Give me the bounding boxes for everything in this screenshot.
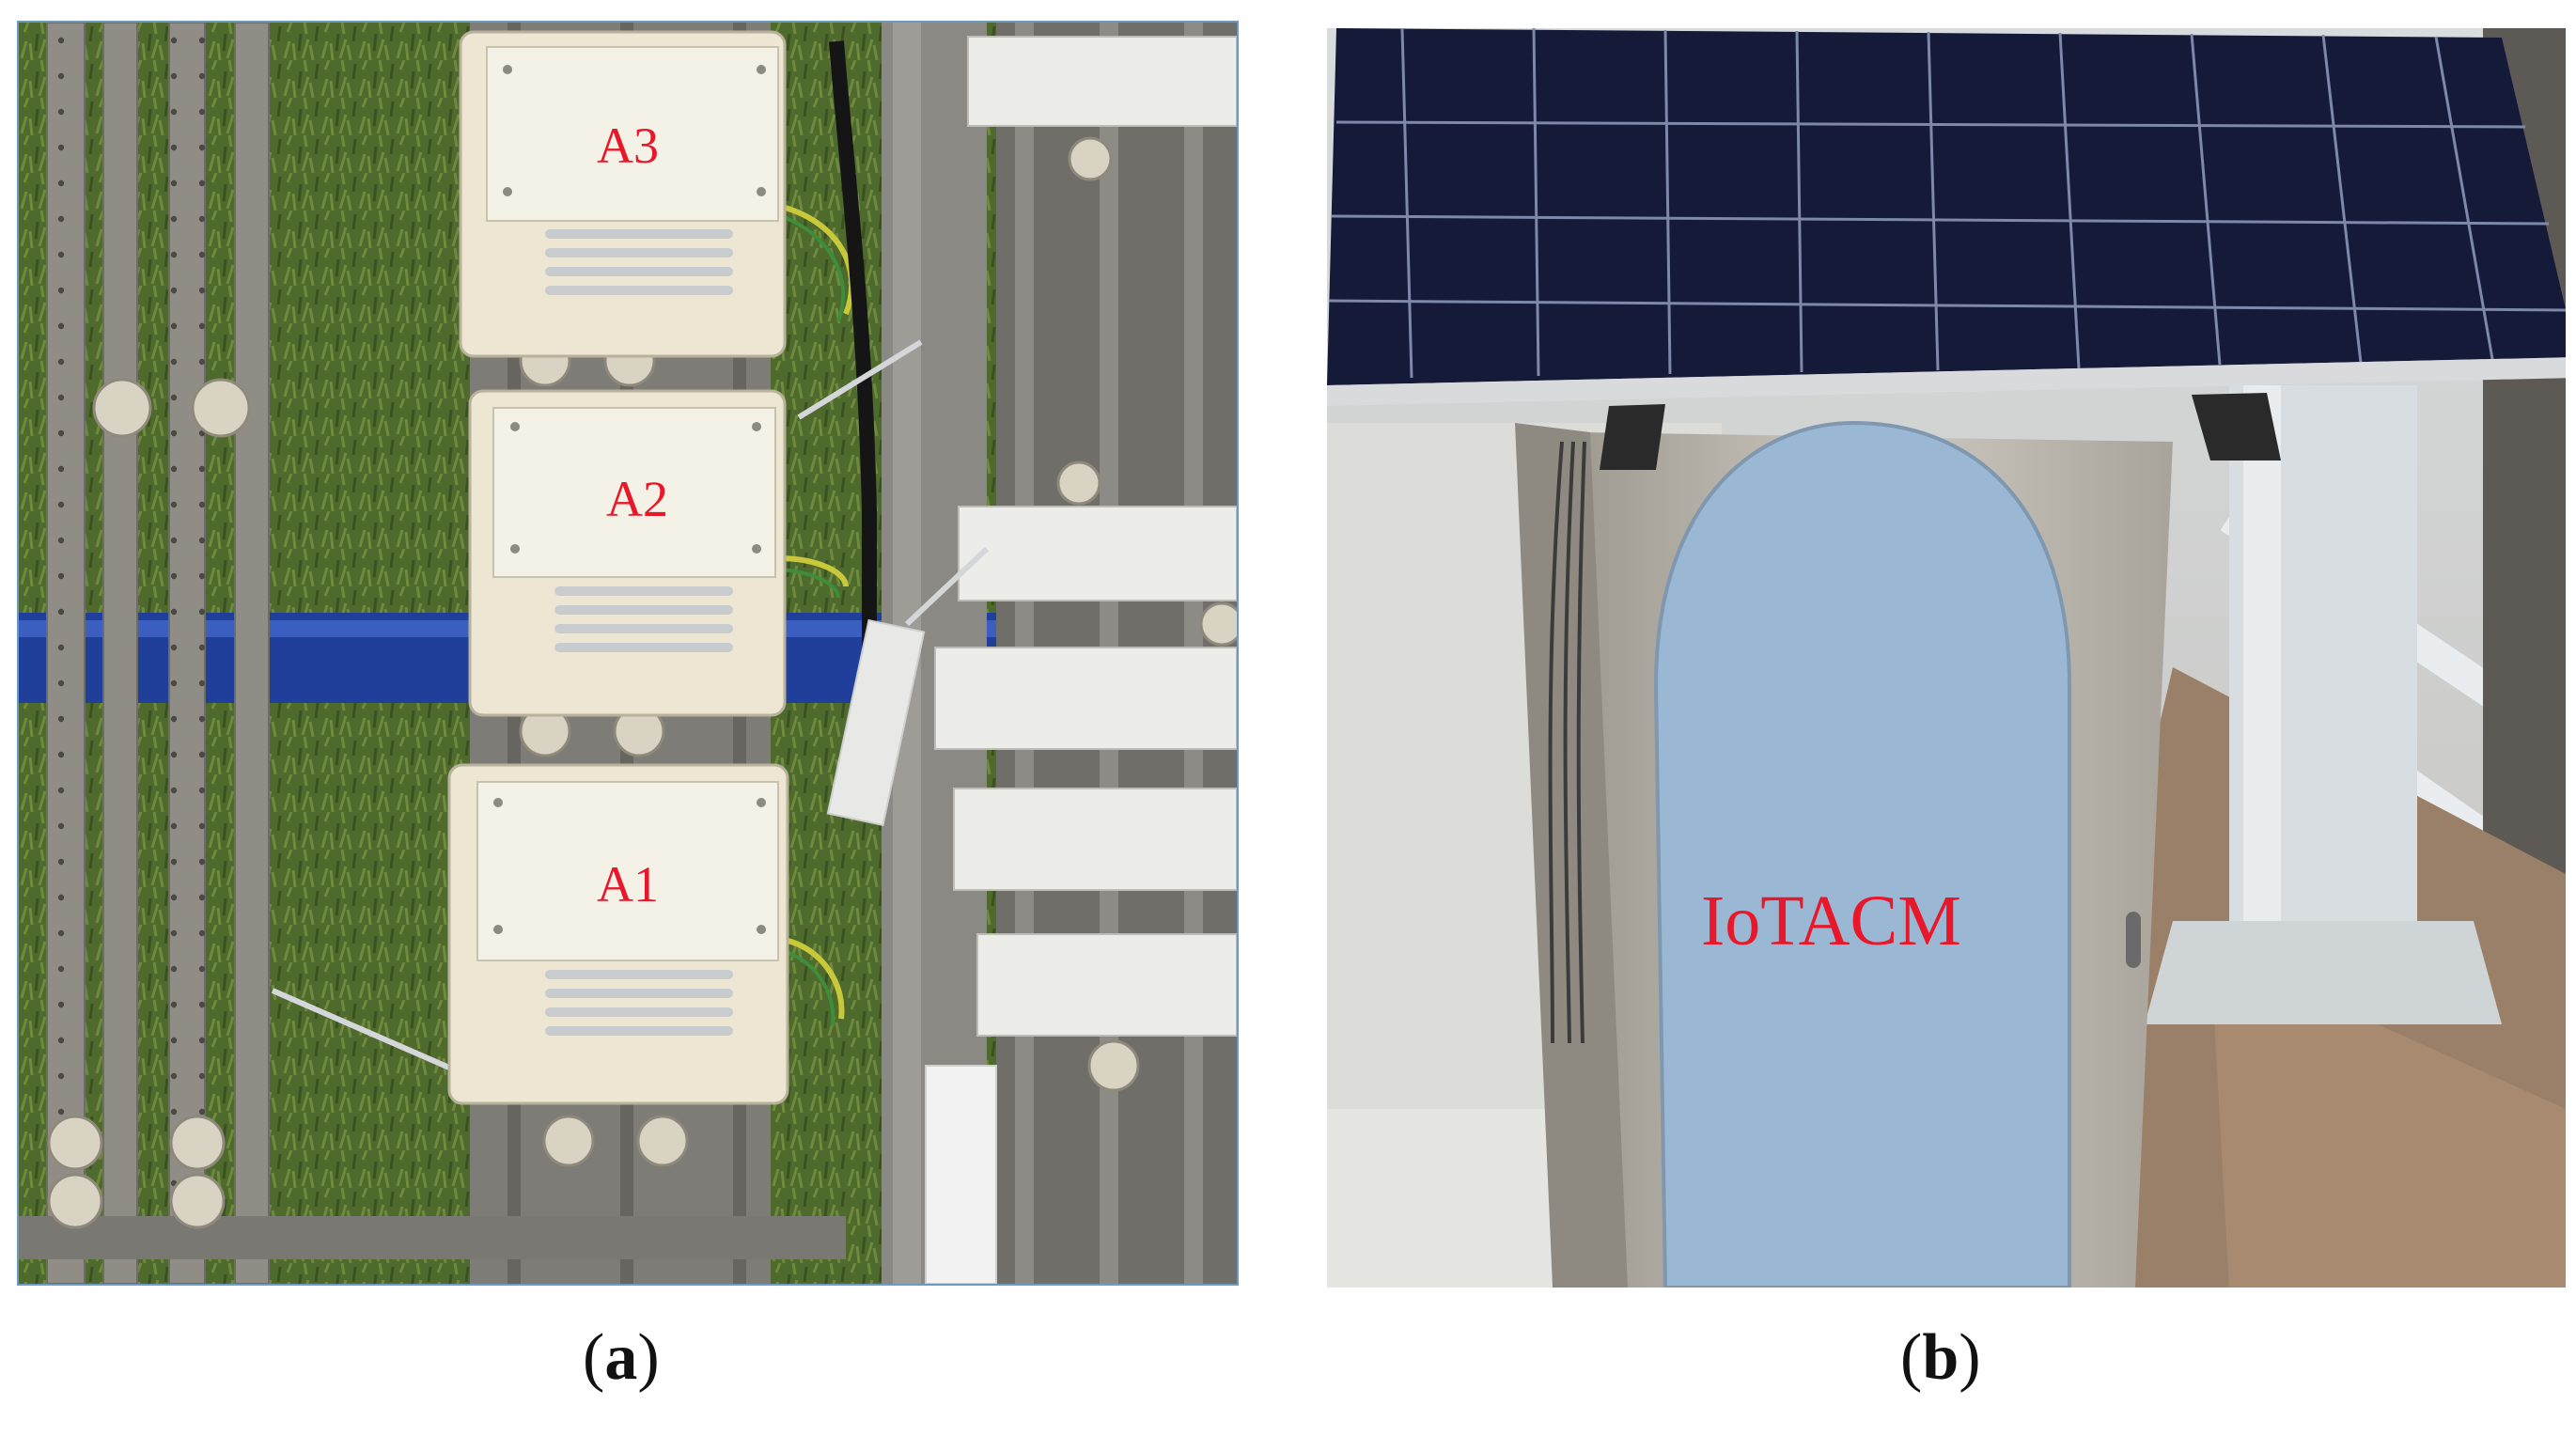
photo-panel-a: A3 A2 A1 <box>17 21 1239 1286</box>
caption-a-open: ( <box>583 1321 605 1394</box>
solar-panel <box>1327 28 2566 470</box>
sensor-box-a2 <box>468 389 787 717</box>
caption-a: (a) <box>583 1320 660 1396</box>
caption-b-open: ( <box>1900 1321 1923 1394</box>
caption-b: (b) <box>1900 1320 1981 1396</box>
sensor-label-a3: A3 <box>597 117 659 174</box>
sensor-box-a1 <box>447 763 789 1105</box>
insulator-sensors-photo <box>19 23 1237 1284</box>
sensor-box-a3 <box>459 30 787 358</box>
monitoring-cabinet <box>1515 420 2173 1288</box>
sensor-label-a1: A1 <box>597 856 659 913</box>
device-label-iotacm: IoTACM <box>1701 882 1961 960</box>
caption-b-letter: b <box>1922 1321 1959 1394</box>
photo-panel-b: IoTACM <box>1327 28 2566 1288</box>
sensor-label-a2: A2 <box>606 471 668 527</box>
caption-a-close: ) <box>637 1321 660 1394</box>
caption-a-letter: a <box>604 1321 638 1394</box>
solar-monitor-photo <box>1327 28 2566 1288</box>
caption-b-close: ) <box>1959 1321 1981 1394</box>
